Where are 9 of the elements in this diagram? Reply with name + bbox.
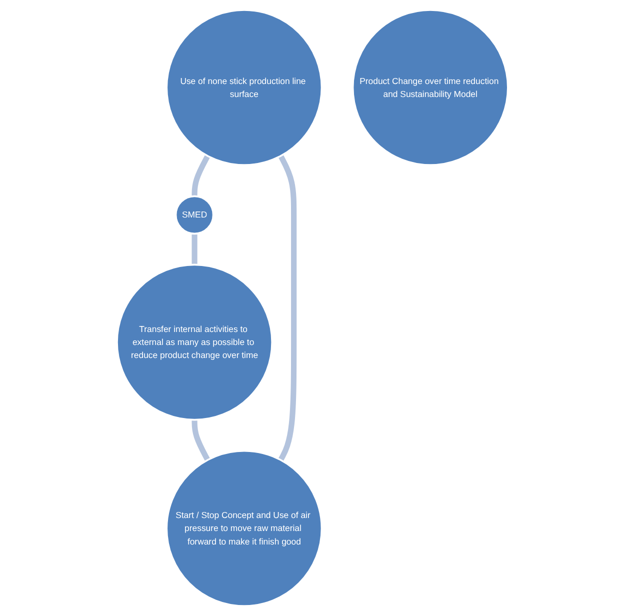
node-circle: Start / Stop Concept and Use of air pressure to move raw material forward to make it finish good <box>166 450 323 607</box>
connector <box>192 154 210 196</box>
node-circle: Transfer internal activities to external as many as possible to reduce product change over time <box>116 264 274 421</box>
connector <box>192 233 198 265</box>
node-circle: Use of none stick production line surface <box>166 9 323 166</box>
connector <box>278 154 297 462</box>
node-circle: SMED <box>174 195 214 235</box>
connector <box>192 420 210 462</box>
node-circle: Product Change over time reduction and Sustainability Model <box>352 9 509 166</box>
